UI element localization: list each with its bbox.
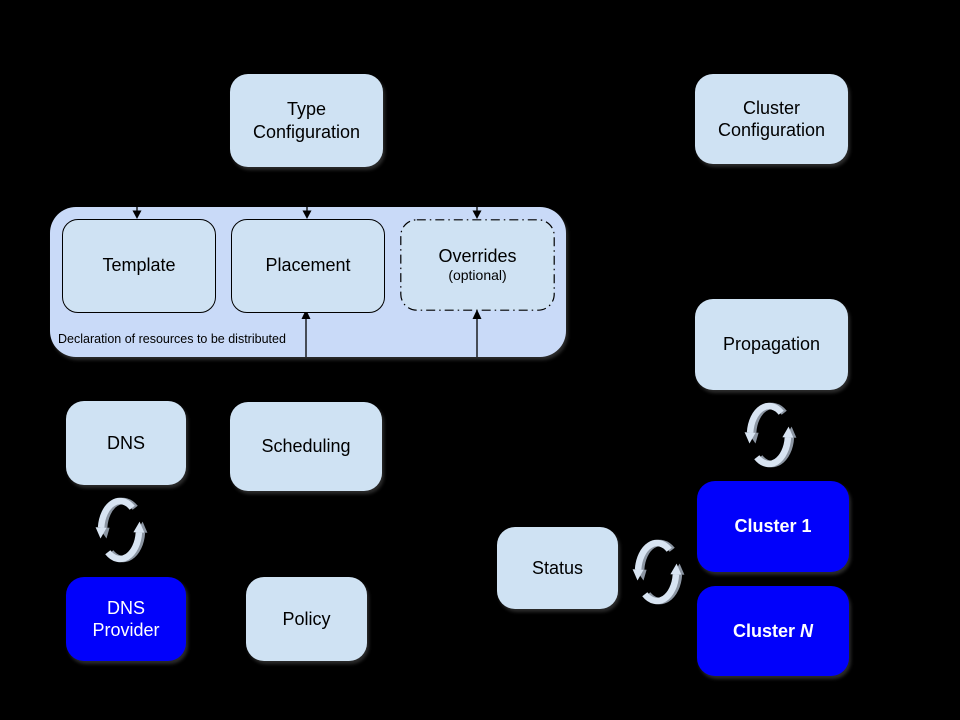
node-label-suffix: 1 xyxy=(801,516,812,537)
node-overrides: Overrides (optional) xyxy=(400,219,555,311)
node-label: Provider xyxy=(92,620,160,640)
resource-declaration-container: Template Placement Overrides (optional) … xyxy=(50,207,566,357)
sync-arrows-icon xyxy=(93,492,149,568)
node-placement: Placement xyxy=(231,219,385,313)
arrow-into-placement-bottom xyxy=(301,309,311,357)
arrow-into-template xyxy=(132,207,142,219)
node-label: Overrides xyxy=(438,245,517,266)
node-scheduling: Scheduling xyxy=(230,402,382,491)
node-label: DNS xyxy=(106,597,145,618)
node-type-configuration: Type Configuration xyxy=(230,74,383,167)
node-template: Template xyxy=(62,219,216,313)
node-label: Cluster xyxy=(742,97,800,118)
node-label: Configuration xyxy=(252,121,361,142)
node-status: Status xyxy=(497,527,618,609)
sync-arrows-icon xyxy=(630,534,686,610)
overrides-dashed-border xyxy=(400,219,555,311)
node-policy: Policy xyxy=(246,577,367,661)
node-label: Cluster xyxy=(734,516,797,537)
container-caption: Declaration of resources to be distribut… xyxy=(58,332,286,346)
node-label-suffix: N xyxy=(800,620,813,641)
arrow-into-overrides-top xyxy=(472,207,482,219)
node-label: Policy xyxy=(282,608,331,629)
arrow-into-overrides-bottom xyxy=(472,309,482,357)
node-label: Placement xyxy=(265,255,351,276)
node-label: Status xyxy=(531,557,584,578)
node-label: DNS xyxy=(106,432,145,453)
arrow-into-placement-top xyxy=(302,207,312,219)
node-dns-provider: DNS Provider xyxy=(66,577,186,661)
node-label: Configuration xyxy=(717,120,826,140)
node-label: Cluster xyxy=(732,620,795,641)
node-label: Scheduling xyxy=(261,436,351,457)
node-cluster-n: Cluster N xyxy=(697,586,849,676)
node-label: Template xyxy=(102,255,176,276)
node-dns: DNS xyxy=(66,401,186,485)
node-propagation: Propagation xyxy=(695,299,848,390)
node-sublabel: (optional) xyxy=(448,267,507,284)
node-cluster-1: Cluster 1 xyxy=(697,481,849,572)
node-label: Type xyxy=(286,99,327,119)
sync-arrows-icon xyxy=(742,397,798,473)
node-cluster-configuration: Cluster Configuration xyxy=(695,74,848,164)
node-label: Propagation xyxy=(722,334,821,355)
